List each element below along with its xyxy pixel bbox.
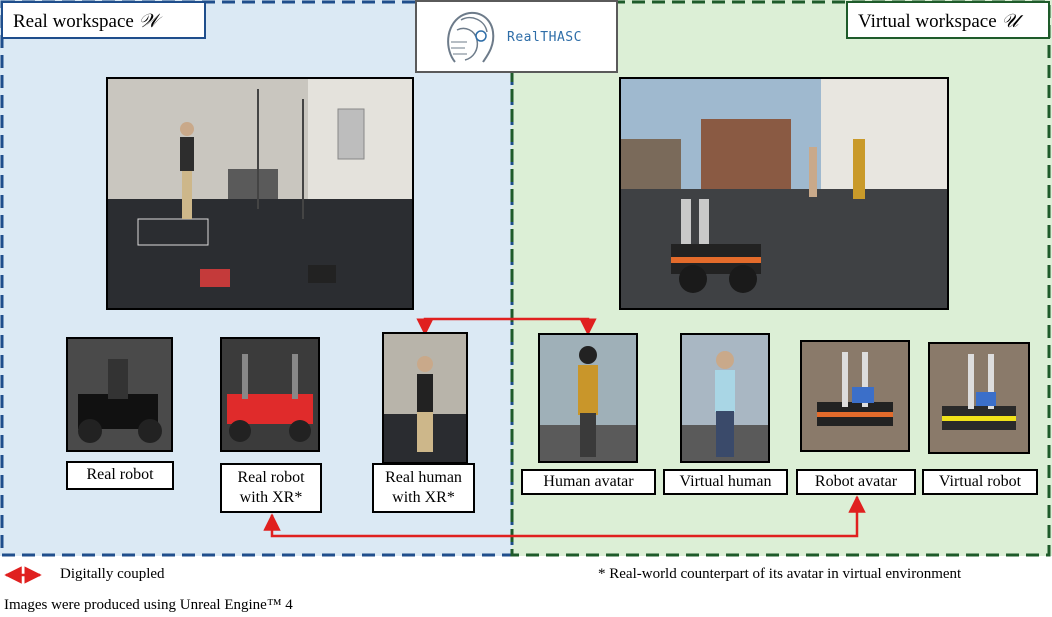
real-robot-xr-photo (220, 337, 320, 452)
virtual-workspace-photo (619, 77, 949, 310)
robot-head-icon (447, 11, 495, 63)
label-virtual-robot: Virtual robot (922, 469, 1038, 495)
credit-unreal-engine: Images were produced using Unreal Engine… (4, 597, 293, 613)
logo-text: RealTHASC (507, 30, 582, 45)
robot-avatar-photo (800, 340, 910, 452)
real-human-xr-photo (382, 332, 468, 464)
virtual-human-photo (680, 333, 770, 463)
real-workspace-title: Real workspace 𝒲 (1, 1, 206, 39)
real-robot-photo (66, 337, 173, 452)
real-workspace-photo (106, 77, 414, 310)
label-robot-avatar: Robot avatar (796, 469, 916, 495)
footnote-real-world-counterpart: * Real-world counterpart of its avatar i… (598, 566, 962, 582)
virtual-robot-photo (928, 342, 1030, 454)
virtual-workspace-title: Virtual workspace 𝒰 (846, 1, 1050, 39)
robot-coupling-arrow (263, 495, 866, 538)
human-coupling-arrow (416, 317, 597, 336)
human-avatar-photo (538, 333, 638, 463)
label-real-human-xr: Real human with XR* (372, 463, 475, 513)
legend-digitally-coupled: Digitally coupled (60, 566, 165, 582)
label-human-avatar: Human avatar (521, 469, 656, 495)
label-real-robot: Real robot (66, 461, 174, 490)
realthasc-logo: RealTHASC (415, 0, 618, 73)
label-virtual-human: Virtual human (663, 469, 788, 495)
virtual-workspace-border (510, 0, 1051, 557)
label-real-robot-xr: Real robot with XR* (220, 463, 322, 513)
